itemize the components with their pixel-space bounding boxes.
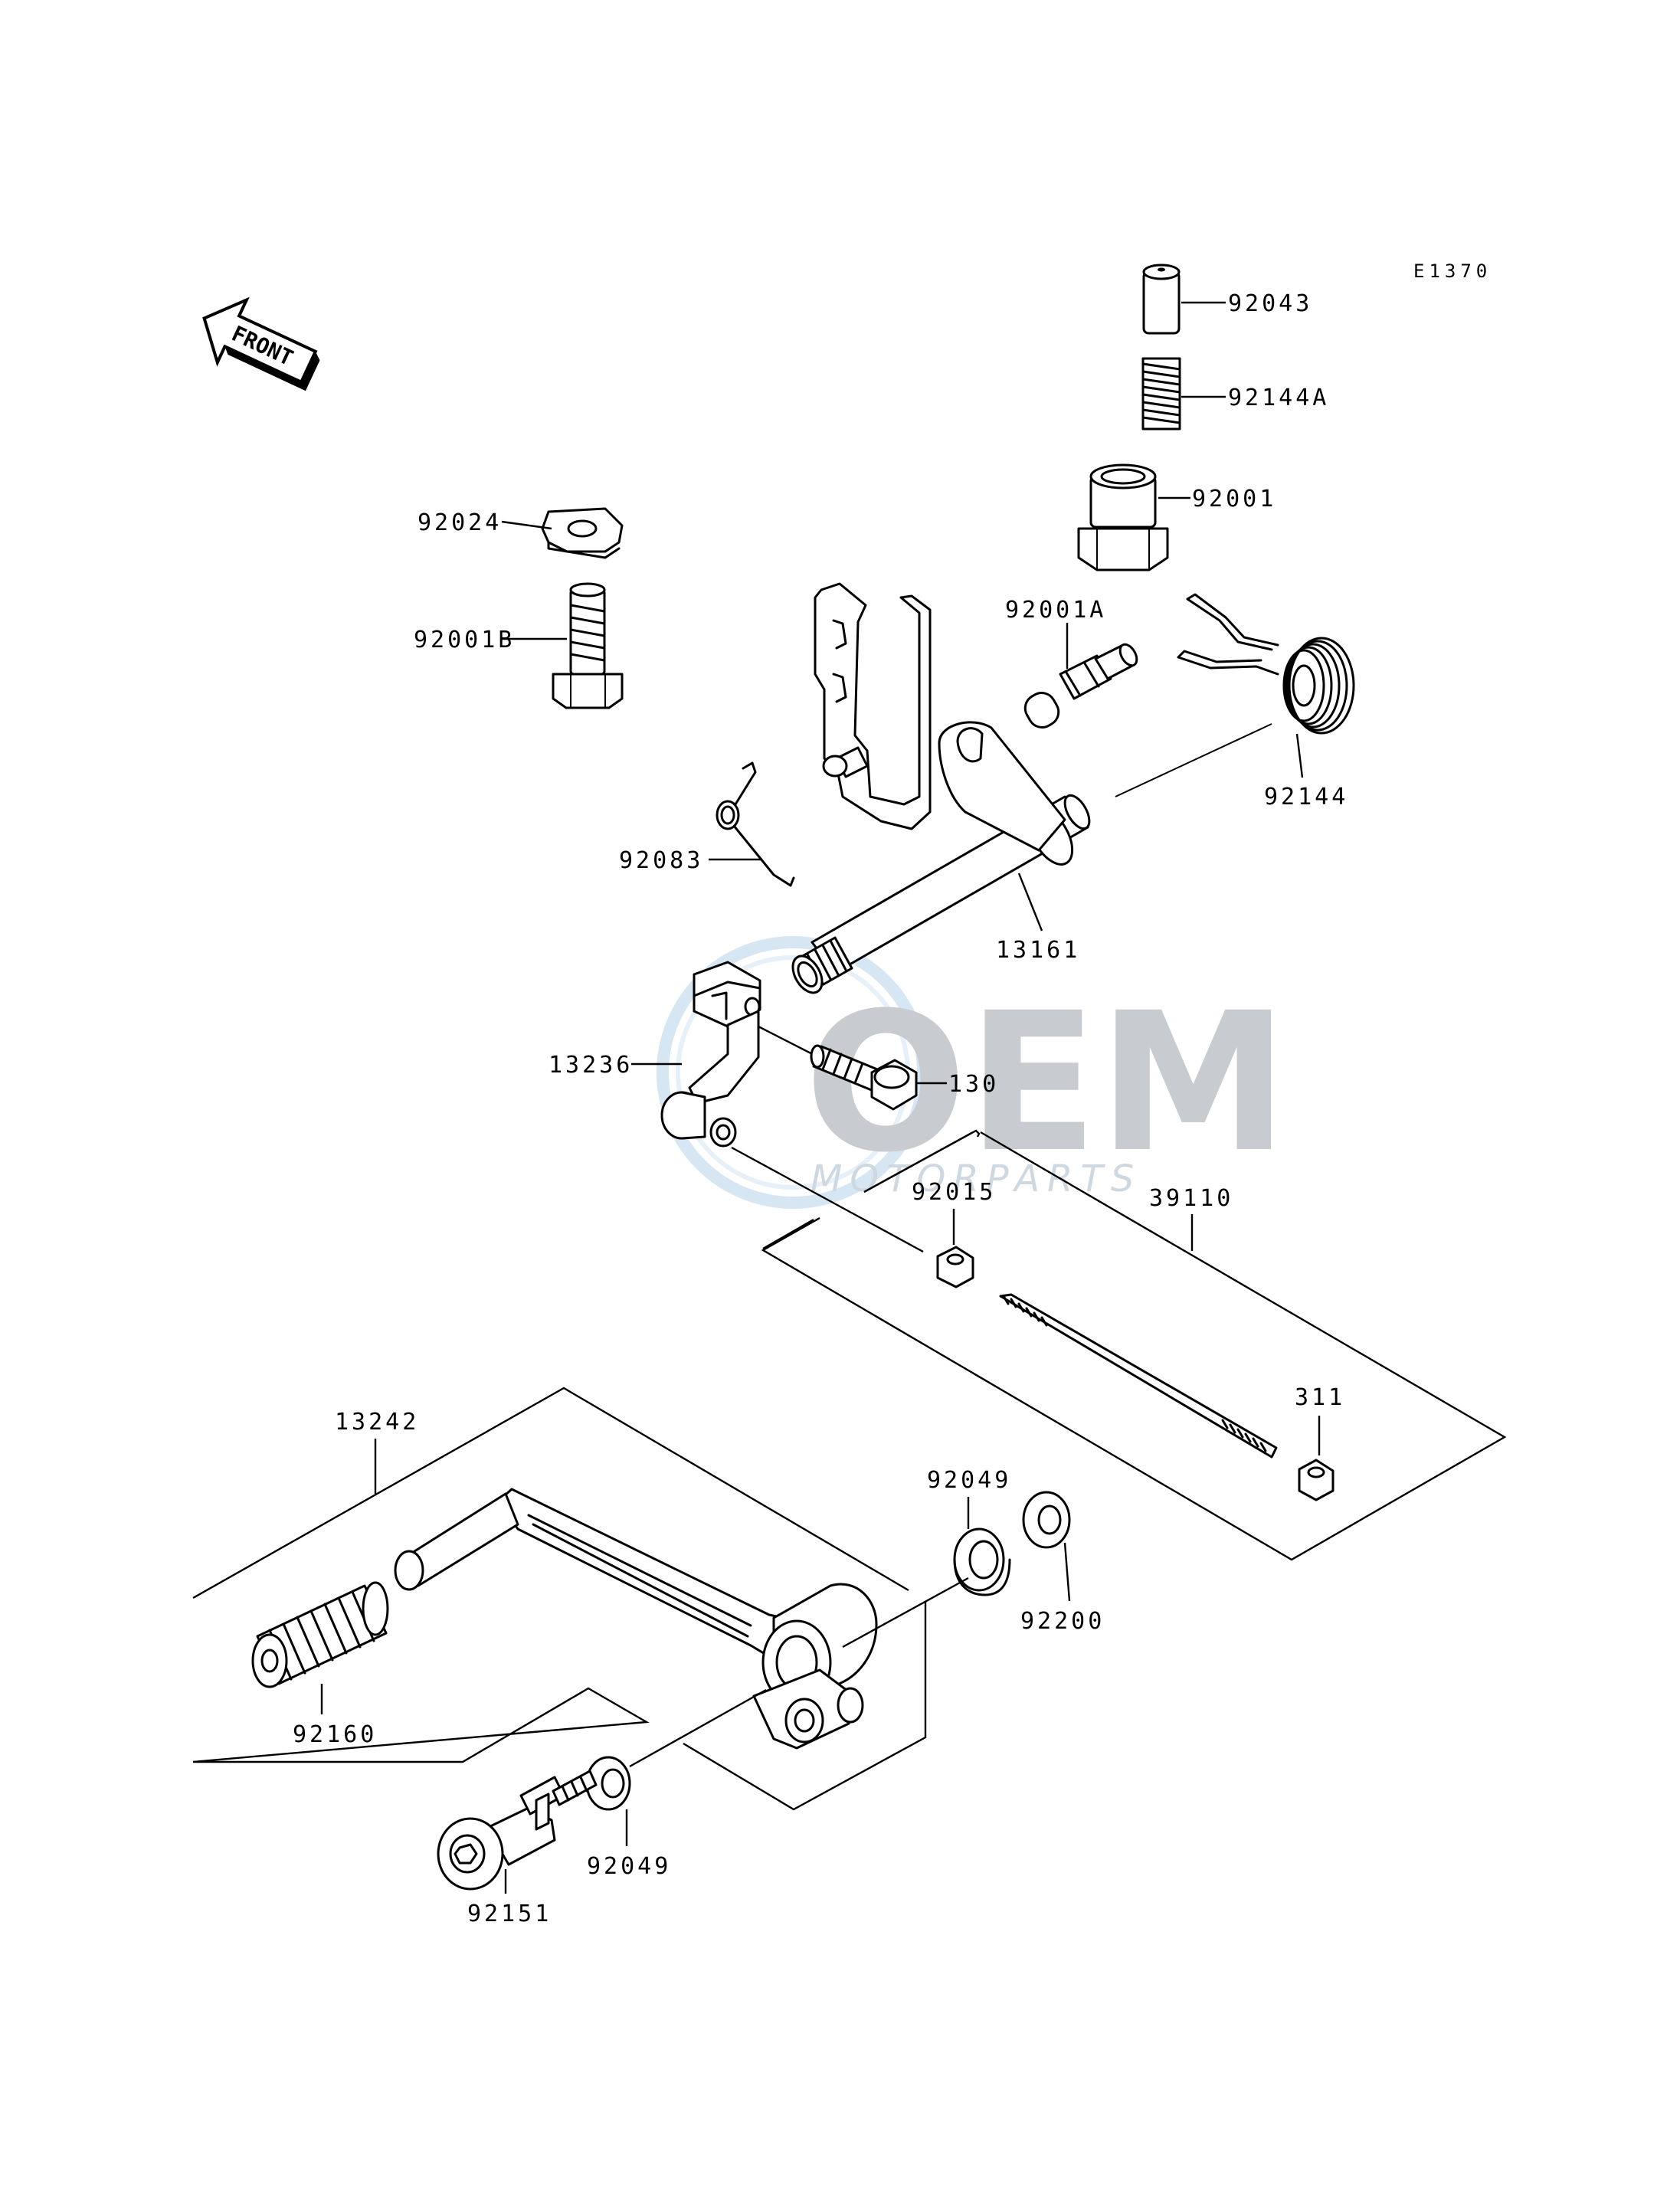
label-92200: 92200 bbox=[1020, 1608, 1105, 1635]
label-130: 130 bbox=[948, 1071, 999, 1098]
part-92043-pin bbox=[1142, 264, 1181, 335]
part-92049-washer-top bbox=[953, 1527, 1011, 1596]
label-92160: 92160 bbox=[293, 1721, 377, 1748]
part-92001-plug bbox=[1077, 463, 1169, 571]
part-92144-torsion-spring bbox=[1177, 593, 1355, 735]
label-92001B: 92001B bbox=[414, 627, 515, 653]
part-92001A-pin-bolt bbox=[1023, 643, 1138, 729]
label-92001A: 92001A bbox=[1005, 597, 1106, 624]
part-311-nut bbox=[1298, 1459, 1335, 1501]
part-130-bolt bbox=[810, 1044, 918, 1111]
part-13236-lever bbox=[660, 961, 761, 1148]
assembly-box-13242 bbox=[192, 1387, 927, 1811]
part-92160-rubber bbox=[251, 1581, 389, 1688]
part-13161-shift-shaft bbox=[791, 582, 1272, 994]
part-39110-rod bbox=[999, 1293, 1278, 1459]
label-13161: 13161 bbox=[996, 937, 1080, 964]
label-92151: 92151 bbox=[467, 1901, 552, 1927]
label-13236: 13236 bbox=[549, 1052, 633, 1079]
diagram-code: E1370 bbox=[1413, 260, 1492, 282]
label-92144: 92144 bbox=[1264, 784, 1348, 810]
label-92043: 92043 bbox=[1228, 290, 1312, 317]
part-92200-washer bbox=[1022, 1491, 1071, 1549]
label-92001: 92001 bbox=[1192, 486, 1276, 512]
watermark-sub: MOTORPARTS bbox=[811, 1157, 1141, 1200]
part-92001B-bolt bbox=[552, 582, 624, 709]
part-92024-lock-washer bbox=[541, 507, 624, 559]
label-92083: 92083 bbox=[619, 847, 703, 874]
label-92144A: 92144A bbox=[1228, 385, 1329, 411]
part-92015-nut bbox=[936, 1246, 974, 1288]
label-13242: 13242 bbox=[335, 1409, 419, 1436]
part-92083-spring bbox=[716, 761, 795, 887]
part-92151-bolt bbox=[437, 1770, 598, 1891]
label-92049-top: 92049 bbox=[927, 1467, 1011, 1494]
front-arrow-icon: FRONT bbox=[202, 296, 320, 391]
label-92049-bottom: 92049 bbox=[587, 1853, 671, 1880]
label-92024: 92024 bbox=[418, 509, 502, 536]
label-39110: 39110 bbox=[1149, 1185, 1233, 1212]
part-13242-gear-pedal bbox=[394, 1488, 878, 1750]
label-92015: 92015 bbox=[912, 1179, 996, 1206]
label-311: 311 bbox=[1295, 1384, 1345, 1411]
part-92144A-spring bbox=[1141, 357, 1181, 431]
